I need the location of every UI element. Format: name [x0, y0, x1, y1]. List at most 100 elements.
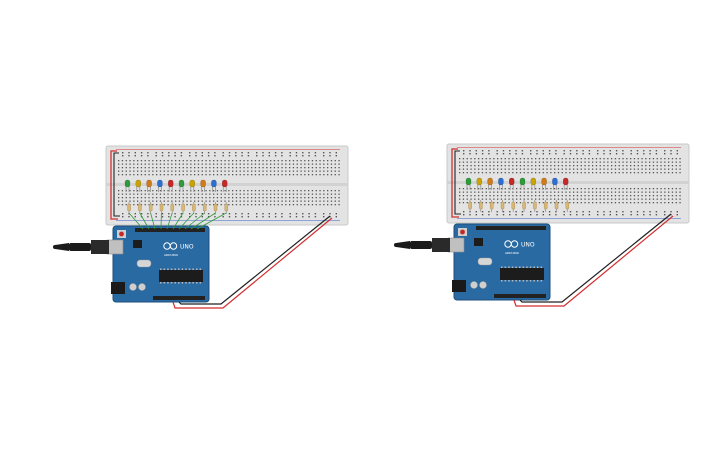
resistor[interactable] — [160, 204, 163, 211]
analog-header[interactable] — [153, 296, 205, 300]
led[interactable] — [520, 178, 525, 185]
led[interactable] — [168, 180, 173, 187]
led[interactable] — [542, 178, 547, 185]
resistor[interactable] — [171, 204, 174, 211]
led[interactable] — [211, 180, 216, 187]
led[interactable] — [552, 178, 557, 185]
hole — [664, 214, 665, 215]
hole — [323, 197, 324, 198]
hole — [228, 201, 229, 202]
led[interactable] — [147, 180, 152, 187]
resistor[interactable] — [523, 202, 526, 209]
led[interactable] — [136, 180, 141, 187]
hole — [622, 188, 623, 189]
hole — [262, 167, 263, 168]
hole — [554, 165, 555, 166]
hole — [463, 202, 464, 203]
resistor[interactable] — [469, 202, 472, 209]
hole — [327, 197, 328, 198]
hole — [236, 174, 237, 175]
resistor[interactable] — [138, 204, 141, 211]
hole — [312, 167, 313, 168]
hole — [630, 172, 631, 173]
usb-cable[interactable] — [394, 238, 450, 252]
hole — [555, 150, 556, 151]
hole — [235, 155, 236, 156]
hole — [145, 204, 146, 205]
resistor[interactable] — [225, 204, 228, 211]
resistor[interactable] — [555, 202, 558, 209]
resistor[interactable] — [479, 202, 482, 209]
hole — [482, 165, 483, 166]
hole — [531, 165, 532, 166]
led[interactable] — [563, 178, 568, 185]
digital-header[interactable] — [135, 228, 205, 232]
usb-cable-end — [53, 245, 57, 249]
digital-header[interactable] — [476, 226, 546, 230]
led[interactable] — [222, 180, 227, 187]
hole — [619, 165, 620, 166]
usb-cable[interactable] — [53, 240, 109, 254]
hole — [615, 162, 616, 163]
analog-header[interactable] — [494, 294, 546, 298]
hole — [626, 158, 627, 159]
hole — [668, 188, 669, 189]
hole — [649, 150, 650, 151]
resistor[interactable] — [149, 204, 152, 211]
hole — [543, 202, 544, 203]
led[interactable] — [190, 180, 195, 187]
resistor[interactable] — [182, 204, 185, 211]
led[interactable] — [509, 178, 514, 185]
hole — [236, 197, 237, 198]
hole — [558, 199, 559, 200]
hole — [198, 160, 199, 161]
hole — [603, 188, 604, 189]
hole — [619, 199, 620, 200]
led[interactable] — [125, 180, 130, 187]
resistor[interactable] — [533, 202, 536, 209]
resistor[interactable] — [214, 204, 217, 211]
hole — [615, 188, 616, 189]
resistor[interactable] — [490, 202, 493, 209]
hole — [524, 172, 525, 173]
hole — [145, 174, 146, 175]
led[interactable] — [531, 178, 536, 185]
led[interactable] — [498, 178, 503, 185]
power-jack[interactable] — [111, 282, 125, 294]
led[interactable] — [157, 180, 162, 187]
resistor[interactable] — [566, 202, 569, 209]
usb-port[interactable] — [107, 240, 123, 254]
power-jack[interactable] — [452, 280, 466, 292]
resistor[interactable] — [512, 202, 515, 209]
led[interactable] — [201, 180, 206, 187]
hole — [512, 192, 513, 193]
hole — [660, 165, 661, 166]
hole — [622, 214, 623, 215]
hole — [676, 195, 677, 196]
hole — [649, 211, 650, 212]
resistor[interactable] — [544, 202, 547, 209]
led[interactable] — [477, 178, 482, 185]
resistor[interactable] — [128, 204, 131, 211]
hole — [554, 199, 555, 200]
hole — [539, 162, 540, 163]
chip-pin — [185, 282, 187, 284]
led[interactable] — [466, 178, 471, 185]
hole — [543, 153, 544, 154]
led[interactable] — [179, 180, 184, 187]
led[interactable] — [488, 178, 493, 185]
hole — [190, 201, 191, 202]
hole — [634, 192, 635, 193]
hole — [622, 172, 623, 173]
resistor[interactable] — [192, 204, 195, 211]
hole — [482, 153, 483, 154]
resistor[interactable] — [203, 204, 206, 211]
usb-port[interactable] — [448, 238, 464, 252]
hole — [247, 194, 248, 195]
resistor[interactable] — [501, 202, 504, 209]
